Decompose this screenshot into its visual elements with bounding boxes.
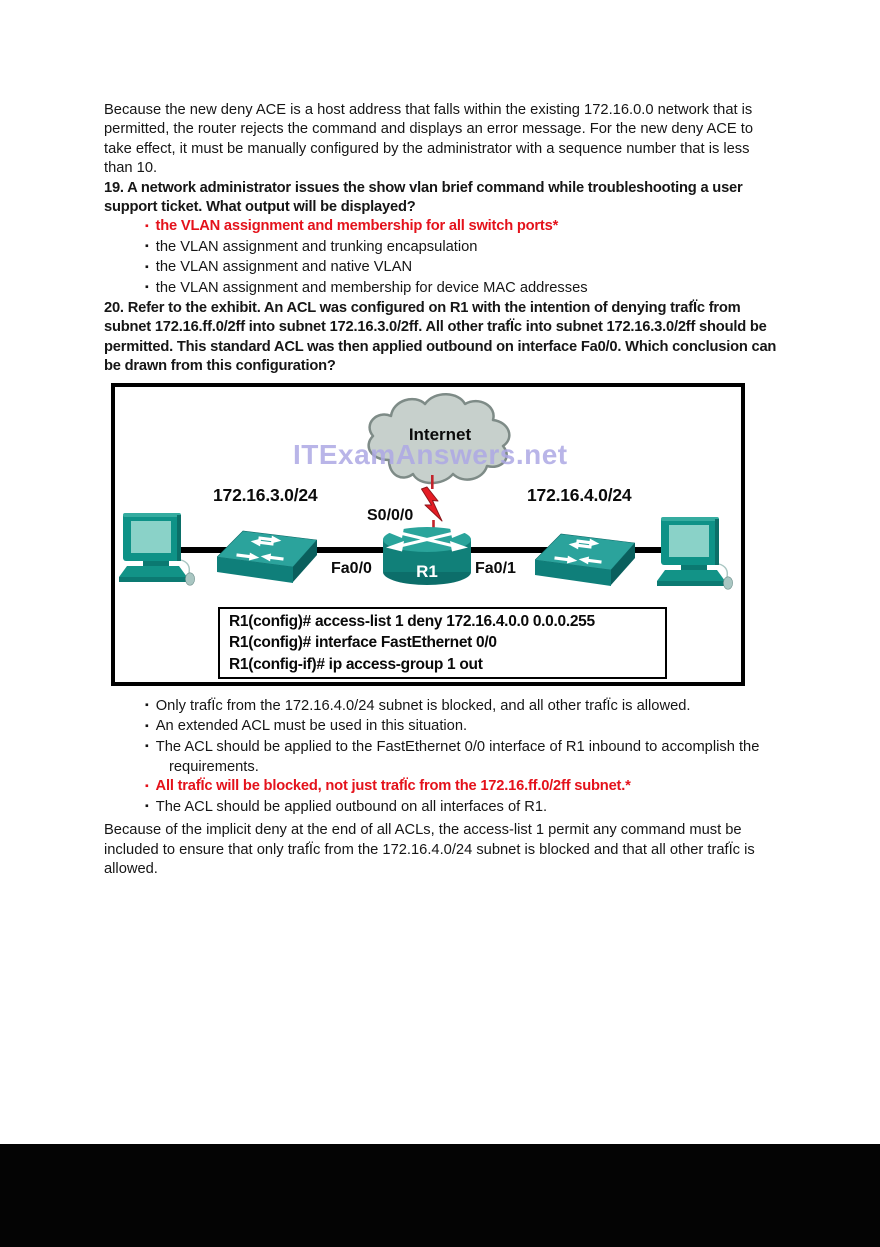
q20-option-4: All trafÏc will be blocked, not just tra… [104, 777, 780, 797]
q20-option-2-text: An extended ACL must be used in this sit… [155, 718, 468, 735]
internet-cloud-icon [367, 392, 511, 484]
question19-text: 19. A network administrator issues the s… [104, 179, 743, 216]
left-subnet-label: 172.16.3.0/24 [213, 484, 318, 505]
q19-option-3-text: the VLAN assignment and native VLAN [155, 259, 413, 276]
pc-right-icon [657, 516, 733, 590]
content-column: Because the new deny ACE is a host addre… [104, 101, 780, 879]
exhibit-network-diagram: Internet ITExamAnswers.net [111, 382, 745, 686]
router-label: R1 [416, 561, 438, 581]
cli-line-1: R1(config)# access-list 1 deny 172.16.4.… [229, 612, 595, 630]
q20-option-5-text: The ACL should be applied outbound on al… [155, 798, 548, 815]
cli-line-2: R1(config)# interface FastEthernet 0/0 [229, 634, 497, 652]
q19-option-2: the VLAN assignment and trunking encapsu… [104, 238, 780, 258]
q20-option-5: The ACL should be applied outbound on al… [104, 798, 780, 818]
q20-option-3-text: The ACL should be applied to the FastEth… [155, 738, 760, 775]
q19-option-2-text: the VLAN assignment and trunking encapsu… [155, 238, 478, 255]
q20-option-3: The ACL should be applied to the FastEth… [104, 738, 780, 778]
q19-option-1-text: the VLAN assignment and membership for a… [155, 218, 559, 235]
watermark-text: ITExamAnswers.net [293, 438, 568, 470]
switch-right-icon [535, 533, 635, 586]
q20-option-1: Only trafÏc from the 172.16.4.0/24 subne… [104, 697, 780, 717]
q20-option-2: An extended ACL must be used in this sit… [104, 717, 780, 737]
q20-option-4-text: All trafÏc will be blocked, not just tra… [155, 778, 631, 795]
cli-line-3: R1(config-if)# ip access-group 1 out [229, 655, 483, 673]
router-icon [383, 526, 471, 585]
serial-interface-label: S0/0/0 [367, 506, 414, 524]
cli-command-box: R1(config)# access-list 1 deny 172.16.4.… [218, 606, 667, 679]
q19-option-3: the VLAN assignment and native VLAN [104, 258, 780, 278]
internet-label: Internet [408, 424, 472, 444]
intro-paragraph: Because the new deny ACE is a host addre… [104, 102, 754, 177]
footer-black-bar [0, 1144, 880, 1247]
fa0-0-interface-label: Fa0/0 [331, 559, 372, 577]
q19-option-4-text: the VLAN assignment and membership for d… [155, 279, 588, 296]
switch-left-icon [217, 530, 317, 583]
question20-text: 20. Refer to the exhibit. An ACL was con… [104, 300, 777, 375]
q19-option-1: the VLAN assignment and membership for a… [104, 217, 780, 237]
right-subnet-label: 172.16.4.0/24 [527, 484, 632, 505]
q19-option-4: the VLAN assignment and membership for d… [104, 279, 780, 299]
pc-left-icon [119, 512, 195, 586]
fa0-1-interface-label: Fa0/1 [475, 559, 516, 577]
q20-option-1-text: Only trafÏc from the 172.16.4.0/24 subne… [155, 697, 691, 714]
q20-explanation: Because of the implicit deny at the end … [104, 822, 755, 877]
